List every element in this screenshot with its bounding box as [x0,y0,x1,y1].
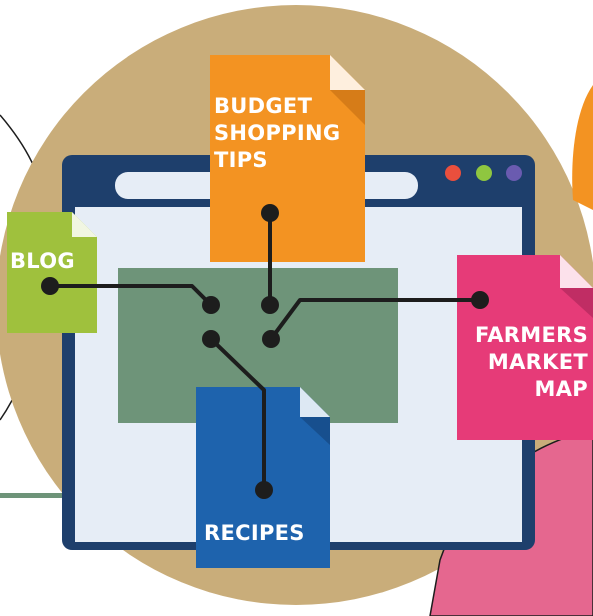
farmers-line-3: MAP [534,377,588,401]
window-dot-green [476,165,492,181]
farmers-market-document [457,255,593,440]
dot-recipes-bottom [255,481,273,499]
window-dot-red [445,165,461,181]
hub-dot-top-right [261,296,279,314]
budget-line-3: TIPS [214,148,268,172]
budget-document [210,55,365,262]
connector-dots [41,204,489,499]
budget-line-1: BUDGET [214,94,313,118]
recipes-label: RECIPES [204,521,305,545]
orange-side-shape [572,85,593,210]
connector-farmers [269,298,482,341]
dot-blog [41,277,59,295]
farmers-line-2: MARKET [487,350,588,374]
farmers-line-1: FARMERS [475,323,588,347]
hub-dot-bottom-left [202,330,220,348]
blog-document [7,212,97,333]
green-bar [0,493,68,498]
hub-dot-top-left [202,296,220,314]
budget-line-2: SHOPPING [214,121,341,145]
blog-label: BLOG [10,249,75,273]
budget-shopping-tips-label: BUDGET SHOPPING TIPS [214,93,340,174]
connector-recipes [209,337,266,492]
window-dot-purple [506,165,522,181]
dot-budget-top [261,204,279,222]
hub-dot-bottom-right [262,330,280,348]
dot-farmers [471,291,489,309]
farmers-market-map-label: FARMERS MARKET MAP [459,322,588,403]
